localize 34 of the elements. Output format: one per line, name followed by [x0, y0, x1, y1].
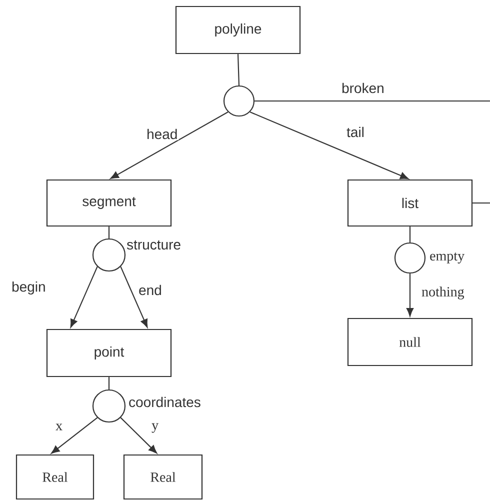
class-box: null	[347, 318, 473, 366]
class-box: segment	[46, 179, 172, 227]
arrow	[110, 112, 228, 179]
edge-label: nothing	[420, 286, 466, 300]
class-box: polyline	[175, 6, 301, 54]
connector-line	[254, 100, 490, 102]
circle-node	[394, 242, 426, 274]
edge-label: y	[150, 422, 160, 434]
arrow	[406, 274, 414, 316]
arrow	[120, 417, 158, 454]
edge-label: begin	[10, 280, 47, 296]
arrow	[70, 266, 98, 328]
edge-label: head	[146, 128, 179, 140]
connector-line	[108, 226, 110, 238]
node-caption: empty	[430, 252, 464, 264]
arrow	[250, 112, 409, 180]
class-box: list	[347, 179, 473, 227]
circle-node	[223, 85, 255, 117]
class-box: Real	[123, 454, 203, 500]
circle-node	[92, 389, 126, 423]
arrow	[51, 417, 98, 454]
arrow	[120, 266, 148, 328]
node-caption: structure	[126, 240, 180, 250]
connector-line	[472, 202, 490, 204]
circle-node	[92, 238, 126, 272]
connector-line	[237, 54, 240, 86]
node-caption: coordinates	[129, 396, 200, 408]
edge-label: end	[138, 284, 163, 296]
class-box: Real	[16, 454, 94, 500]
connector-line	[409, 226, 411, 242]
edge-label: tail	[346, 126, 366, 138]
class-box: point	[46, 328, 172, 378]
edge-label: broken	[340, 82, 386, 94]
connector-line	[108, 377, 110, 390]
